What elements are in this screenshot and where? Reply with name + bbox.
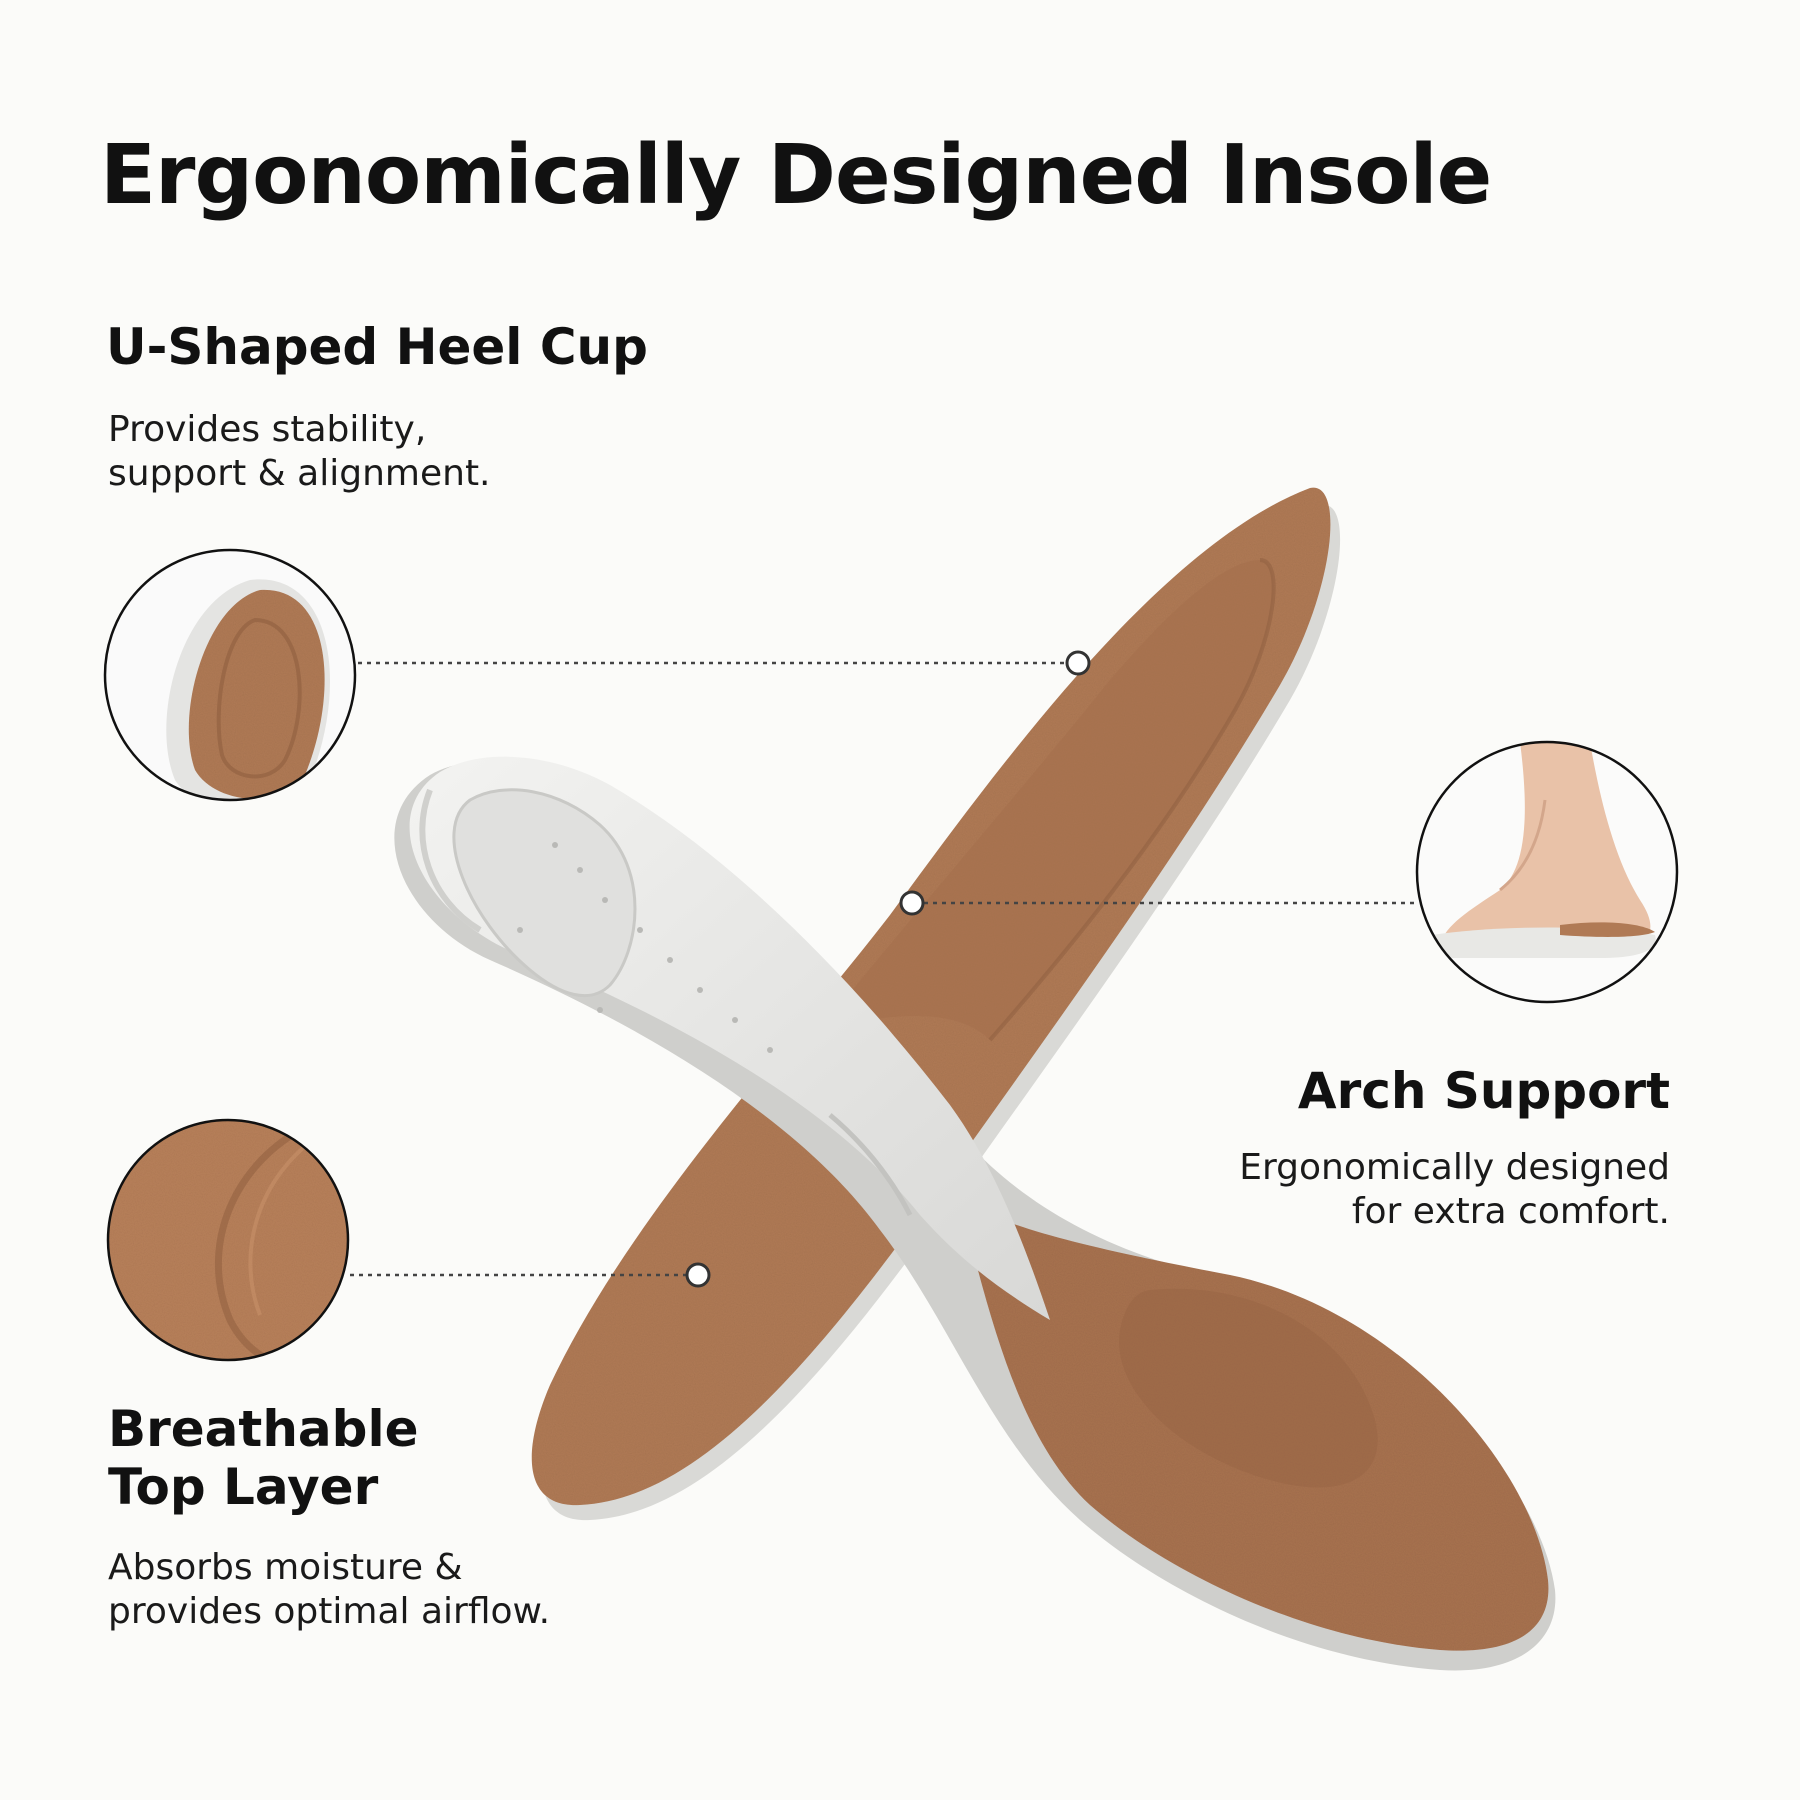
heel-cup-detail-image (103, 548, 357, 802)
heel-cup-description: Provides stability, support & alignment. (108, 408, 491, 496)
leader-lines (350, 661, 1416, 1277)
top-layer-title-line-2: Top Layer (108, 1458, 379, 1516)
front-insole (394, 756, 1556, 1671)
back-insole (531, 487, 1341, 1521)
arch-support-desc-line-1: Ergonomically designed (1239, 1147, 1670, 1188)
top-layer-desc-line-1: Absorbs moisture & (108, 1547, 463, 1588)
heel-cup-desc-line-1: Provides stability, (108, 409, 427, 450)
hotspot-markers (685, 650, 1091, 1288)
arch-hotspot (899, 890, 925, 916)
top-layer-description: Absorbs moisture & provides optimal airf… (108, 1546, 550, 1634)
heel-cup-title: U-Shaped Heel Cup (106, 318, 648, 376)
suede-texture-detail-image (106, 1118, 350, 1362)
arch-support-title: Arch Support (1297, 1062, 1670, 1120)
page-title: Ergonomically Designed Insole (100, 128, 1492, 223)
arch-support-description: Ergonomically designed for extra comfort… (1239, 1146, 1670, 1234)
top-layer-title-line-1: Breathable (108, 1400, 419, 1458)
arch-support-desc-line-2: for extra comfort. (1351, 1191, 1670, 1232)
heel-cup-desc-line-2: support & alignment. (108, 453, 491, 494)
top-layer-desc-line-2: provides optimal airflow. (108, 1591, 551, 1632)
top-layer-title: Breathable Top Layer (108, 1400, 419, 1516)
top-layer-hotspot (685, 1262, 711, 1288)
heel-cup-hotspot (1065, 650, 1091, 676)
arch-foot-detail-image (1415, 740, 1679, 1004)
